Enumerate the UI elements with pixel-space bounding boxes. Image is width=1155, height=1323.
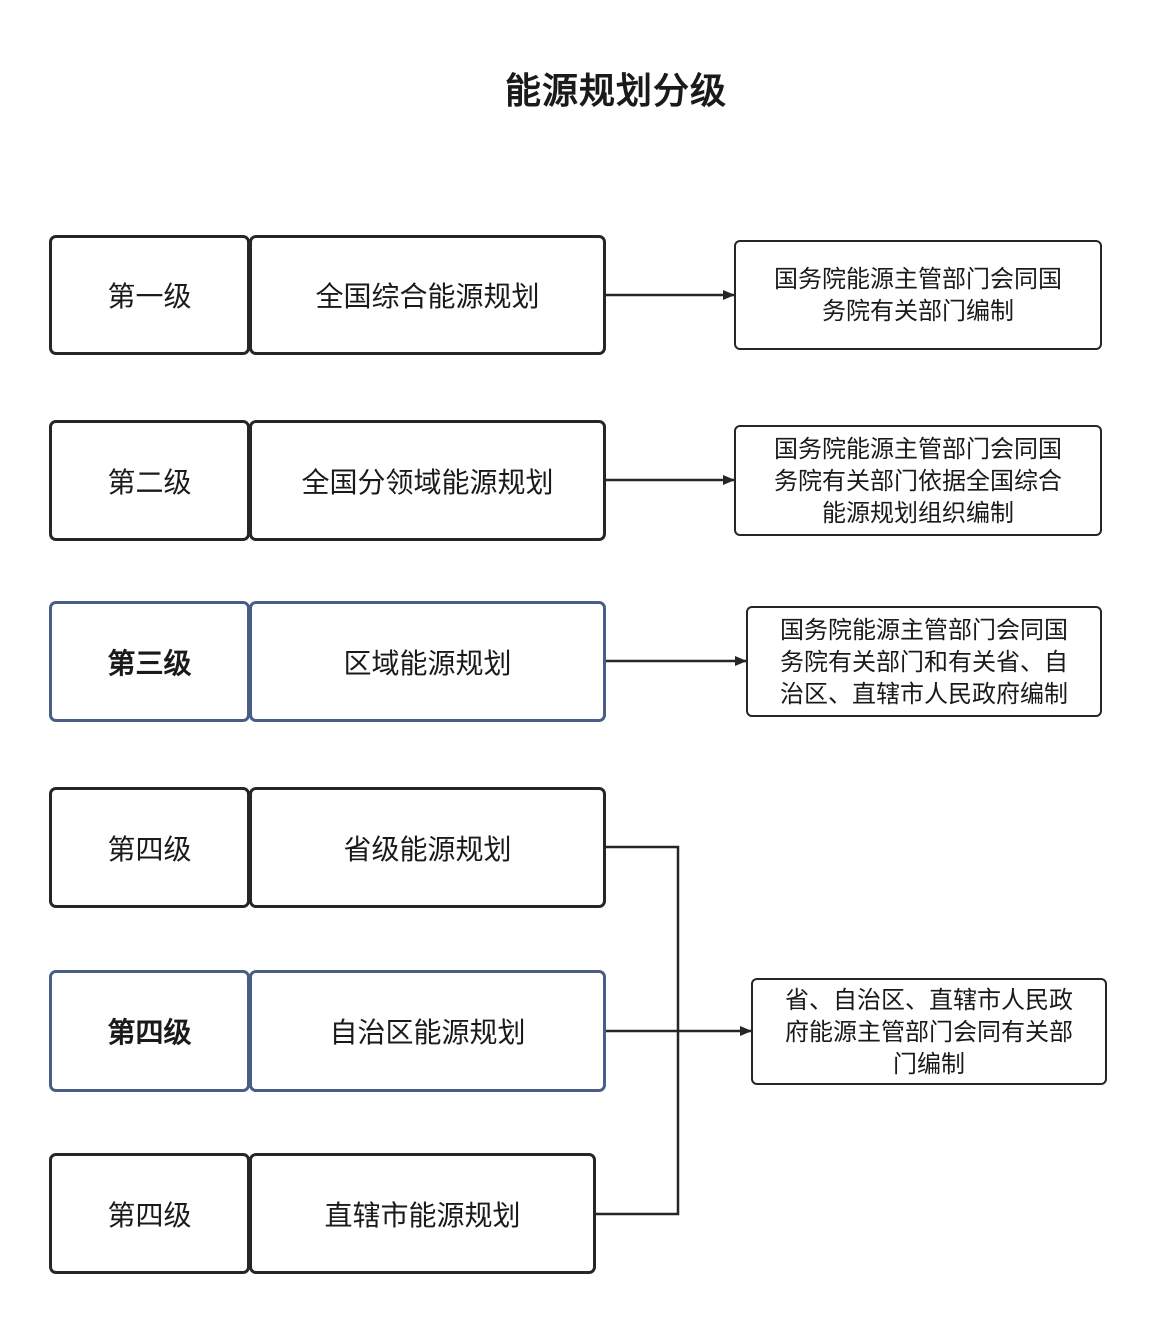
plan-name: 全国综合能源规划 — [315, 280, 540, 313]
description-line: 府能源主管部门会同有关部 — [785, 1017, 1073, 1046]
level-box-5: 第四级 — [49, 970, 250, 1092]
description-line: 务院有关部门和有关省、自 — [780, 647, 1068, 676]
level-box-2: 第二级 — [49, 420, 250, 541]
plan-box-2: 全国分领域能源规划 — [249, 420, 606, 541]
plan-box-5: 自治区能源规划 — [249, 970, 606, 1092]
description-box-2: 国务院能源主管部门会同国 务院有关部门依据全国综合 能源规划组织编制 — [734, 425, 1102, 536]
plan-name: 区域能源规划 — [343, 646, 512, 680]
level-label: 第三级 — [107, 646, 192, 680]
plan-name: 省级能源规划 — [343, 832, 512, 866]
description-box-3: 国务院能源主管部门会同国 务院有关部门和有关省、自 治区、直辖市人民政府编制 — [746, 606, 1102, 717]
level-label: 第四级 — [107, 832, 192, 866]
description-line: 务院有关部门依据全国综合 — [774, 466, 1062, 495]
level-box-1: 第一级 — [49, 235, 250, 355]
plan-box-1: 全国综合能源规划 — [249, 235, 606, 355]
plan-name: 全国分领域能源规划 — [301, 465, 554, 499]
level-box-4: 第四级 — [49, 787, 250, 908]
plan-box-6: 直辖市能源规划 — [249, 1153, 596, 1274]
description-line: 省、自治区、直辖市人民政 — [785, 985, 1073, 1014]
level-box-6: 第四级 — [49, 1153, 250, 1274]
plan-name: 自治区能源规划 — [329, 1016, 526, 1049]
level-box-3: 第三级 — [49, 601, 250, 722]
level-label: 第四级 — [107, 1016, 192, 1049]
description-line: 国务院能源主管部门会同国 — [774, 434, 1062, 463]
description-line: 门编制 — [893, 1049, 965, 1078]
level-label: 第四级 — [107, 1198, 192, 1232]
description-line: 能源规划组织编制 — [822, 498, 1014, 527]
description-line: 国务院能源主管部门会同国 — [774, 265, 1062, 293]
diagram-title: 能源规划分级 — [504, 71, 727, 112]
plan-name: 直辖市能源规划 — [324, 1198, 521, 1232]
description-box-4: 省、自治区、直辖市人民政 府能源主管部门会同有关部 门编制 — [751, 978, 1107, 1085]
plan-box-3: 区域能源规划 — [249, 601, 606, 722]
level-label: 第二级 — [107, 465, 192, 499]
level-label: 第一级 — [107, 280, 192, 313]
description-line: 务院有关部门编制 — [822, 297, 1014, 325]
description-line: 国务院能源主管部门会同国 — [780, 615, 1068, 644]
description-line: 治区、直辖市人民政府编制 — [780, 679, 1068, 708]
description-box-1: 国务院能源主管部门会同国 务院有关部门编制 — [734, 240, 1102, 350]
plan-box-4: 省级能源规划 — [249, 787, 606, 908]
